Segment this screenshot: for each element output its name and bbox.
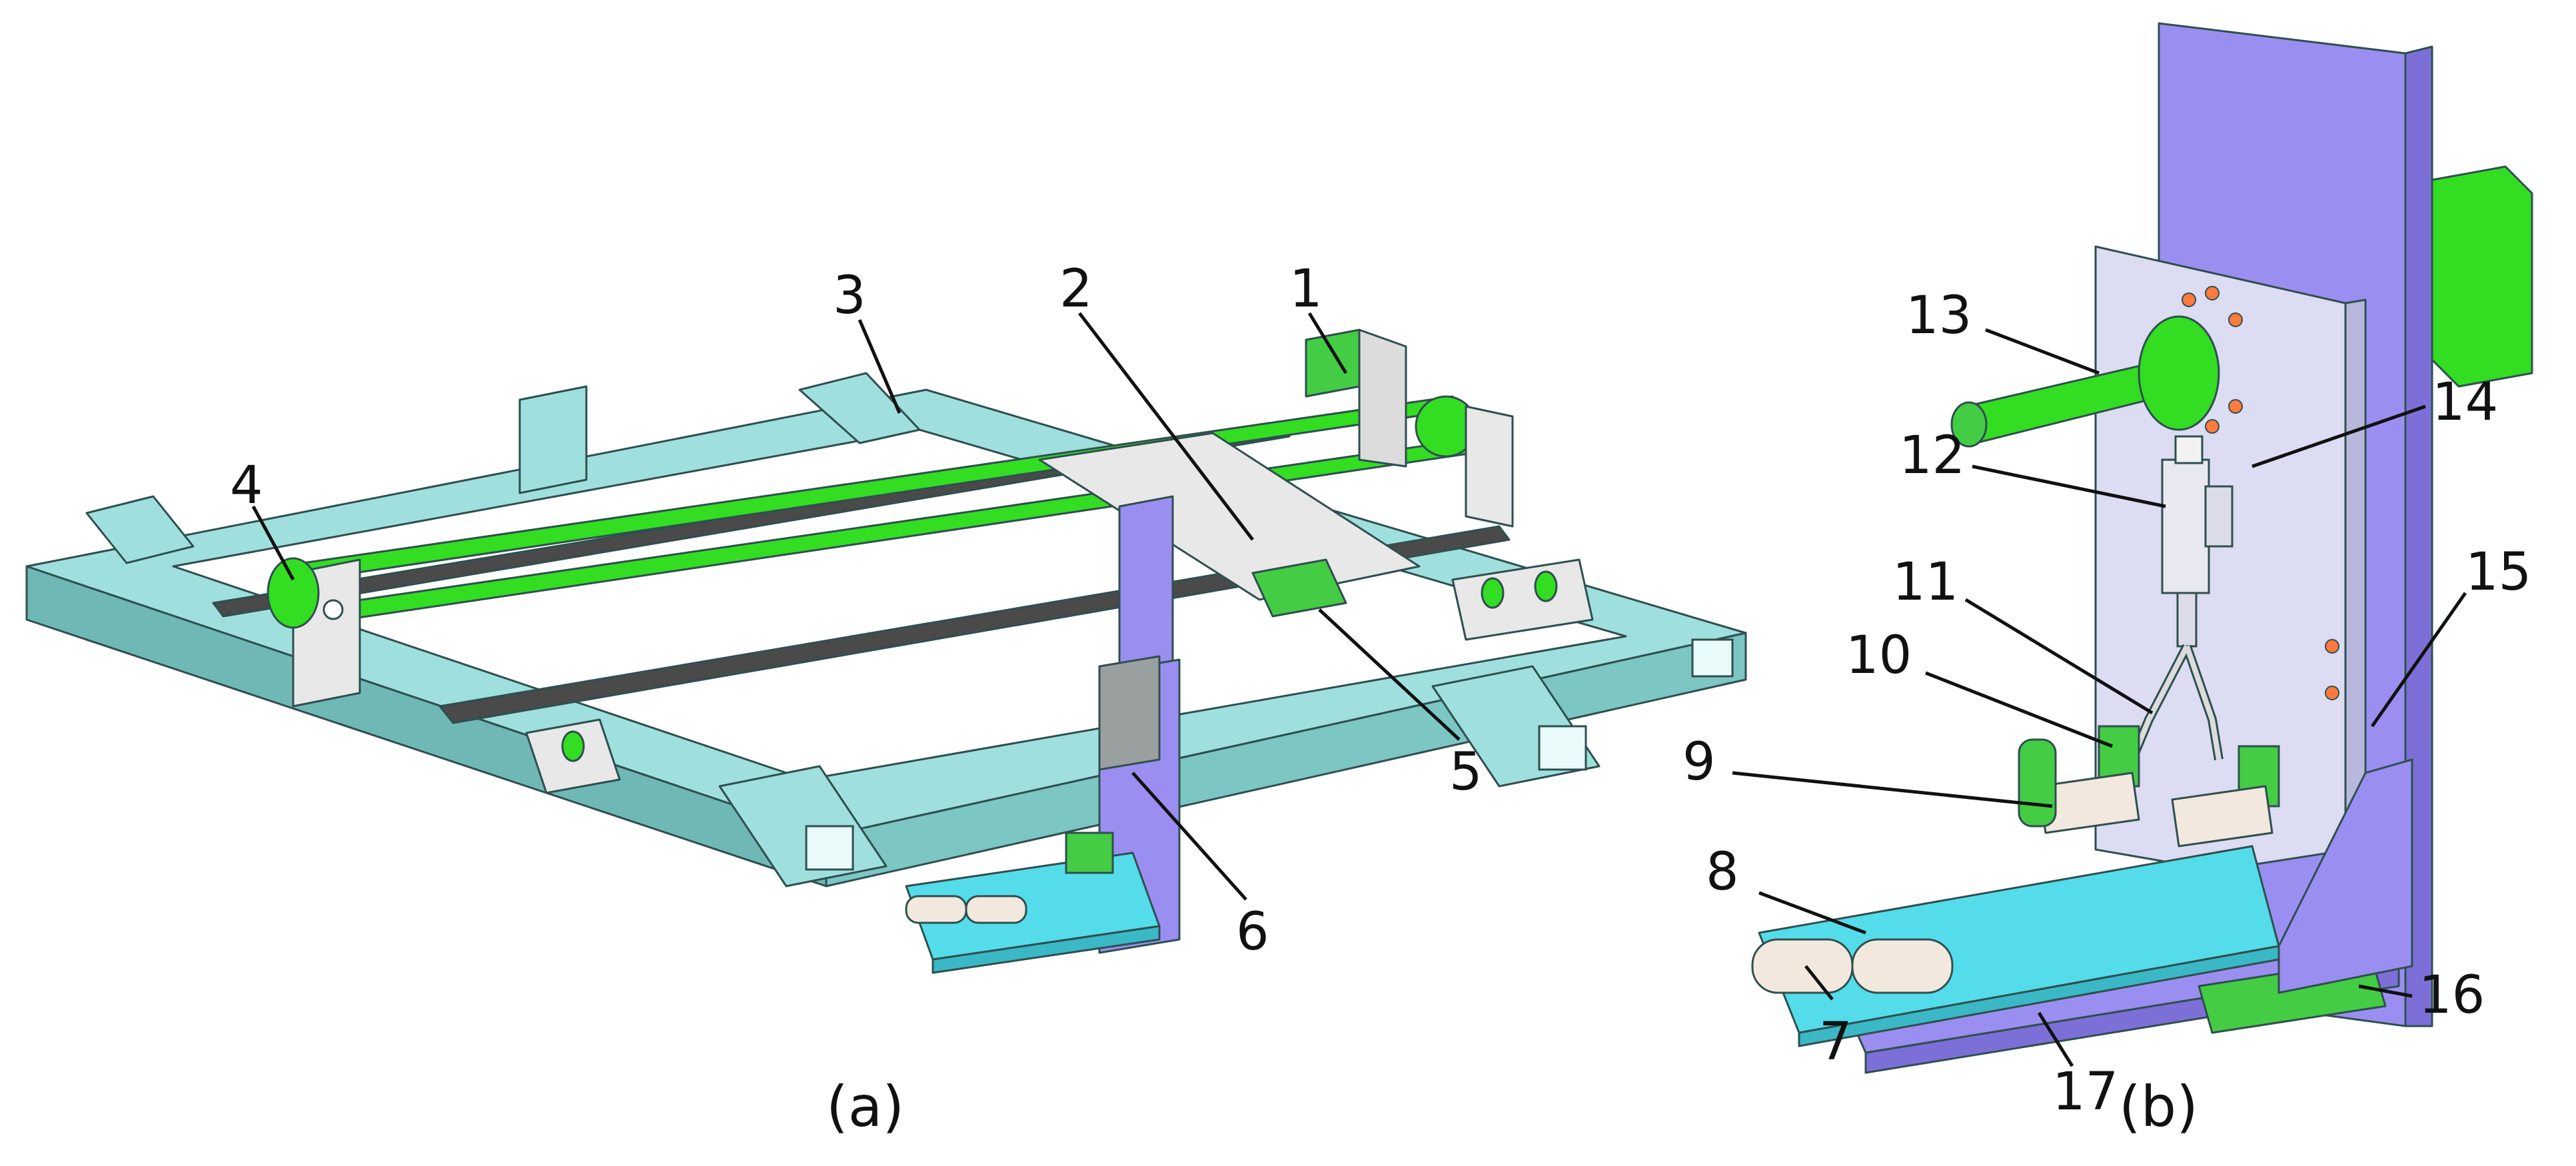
tube-opening-1 <box>805 825 854 871</box>
roller-a <box>1751 938 1854 994</box>
left-pulley <box>267 557 320 629</box>
panel-b-leaders <box>1732 328 2467 1067</box>
rear-motor <box>2431 165 2533 388</box>
roller-b <box>1851 938 1954 994</box>
linkage-right-fill <box>2184 645 2222 760</box>
frame-bracket-1-pin <box>561 730 585 762</box>
green-post <box>2018 738 2057 828</box>
bolt-3 <box>2228 312 2243 327</box>
leader-13 <box>1985 328 2100 375</box>
bolt-4 <box>2228 399 2243 414</box>
callout-14: 14 <box>2432 372 2498 432</box>
leader-1 <box>1307 312 1348 374</box>
leader-17 <box>2037 1011 2074 1067</box>
leader-15 <box>2370 592 2467 728</box>
leader-2 <box>1078 312 1254 541</box>
frame-beam-left <box>85 495 195 564</box>
callout-2: 2 <box>1059 259 1093 319</box>
right-bracket <box>1465 405 1514 528</box>
callout-9: 9 <box>1682 732 1716 792</box>
panel-b-assembly <box>1751 22 2533 1074</box>
frame-beam-top <box>798 372 921 444</box>
carriage-slider <box>1251 558 1347 618</box>
leader-5 <box>1318 608 1461 741</box>
shaft-collar <box>2138 315 2220 431</box>
gripper-base-side <box>932 925 1161 974</box>
shaft-end <box>1950 401 1988 448</box>
panel-b-callouts: 7 8 9 10 11 12 13 14 15 16 17 <box>1682 286 2531 1122</box>
leader-8 <box>1758 891 1866 935</box>
frame-bracket-2-pin-b <box>1534 570 1558 602</box>
panel-a-callouts: 1 2 3 4 5 6 <box>230 259 1483 962</box>
leader-9 <box>1732 771 2053 808</box>
bolt-2 <box>2205 286 2220 300</box>
callout-12: 12 <box>1899 426 1965 486</box>
bolt-1 <box>2182 292 2196 307</box>
panel-b-caption: (b) <box>2119 1074 2198 1139</box>
leader-3 <box>858 319 902 414</box>
carriage-plate <box>1038 432 1421 601</box>
left-pulley-hub <box>322 599 344 620</box>
gripper-jaw <box>1065 832 1114 874</box>
frame-upright-plate <box>518 385 588 494</box>
bolt-5 <box>2205 419 2220 434</box>
callout-8: 8 <box>1706 842 1739 902</box>
leader-16 <box>2358 984 2413 998</box>
motor-1-body <box>1305 328 1361 398</box>
callout-6: 6 <box>1236 902 1269 962</box>
callout-1: 1 <box>1289 259 1323 319</box>
frame-bracket-2-pin-a <box>1481 577 1505 609</box>
callout-11: 11 <box>1892 552 1958 612</box>
bolt-7 <box>2325 686 2339 700</box>
bolt-6 <box>2325 639 2339 654</box>
callout-16: 16 <box>2419 965 2485 1025</box>
cylinder-rod <box>2176 592 2198 648</box>
callout-3: 3 <box>833 266 866 326</box>
leader-11 <box>1964 598 2154 715</box>
leader-10 <box>1925 671 2113 748</box>
panel-a-assembly <box>25 328 1747 974</box>
leader-4 <box>251 505 295 581</box>
gripper-mount-plate <box>1098 655 1161 771</box>
gripper-roller-b <box>965 895 1027 924</box>
drop-plate-purple <box>1118 495 1174 678</box>
callout-5: 5 <box>1449 742 1483 802</box>
callout-15: 15 <box>2465 542 2531 602</box>
callout-10: 10 <box>1846 626 1912 686</box>
panel-a-leaders <box>251 312 1461 901</box>
callout-17: 17 <box>2052 1062 2118 1122</box>
gripper-roller-a <box>905 895 967 924</box>
l-brace <box>2277 758 2413 994</box>
callout-13: 13 <box>1906 286 1972 346</box>
leader-14 <box>2252 404 2426 468</box>
callout-4: 4 <box>230 456 263 516</box>
frame-inner-opening <box>172 428 1627 781</box>
leader-6 <box>1131 772 1247 901</box>
callout-7: 7 <box>1819 1012 1852 1072</box>
cylinder-clamp <box>2204 485 2234 548</box>
panel-a-caption: (a) <box>826 1074 904 1139</box>
tube-opening-2 <box>1538 725 1587 771</box>
cylinder-cap <box>2174 435 2204 464</box>
teeth-pad-right <box>2171 785 2273 848</box>
leader-7 <box>1804 965 1834 1001</box>
motor-1-face <box>1358 328 1407 468</box>
tube-opening-3 <box>1691 638 1734 678</box>
leader-12 <box>1972 464 2166 508</box>
cylinder-body <box>2161 458 2210 594</box>
